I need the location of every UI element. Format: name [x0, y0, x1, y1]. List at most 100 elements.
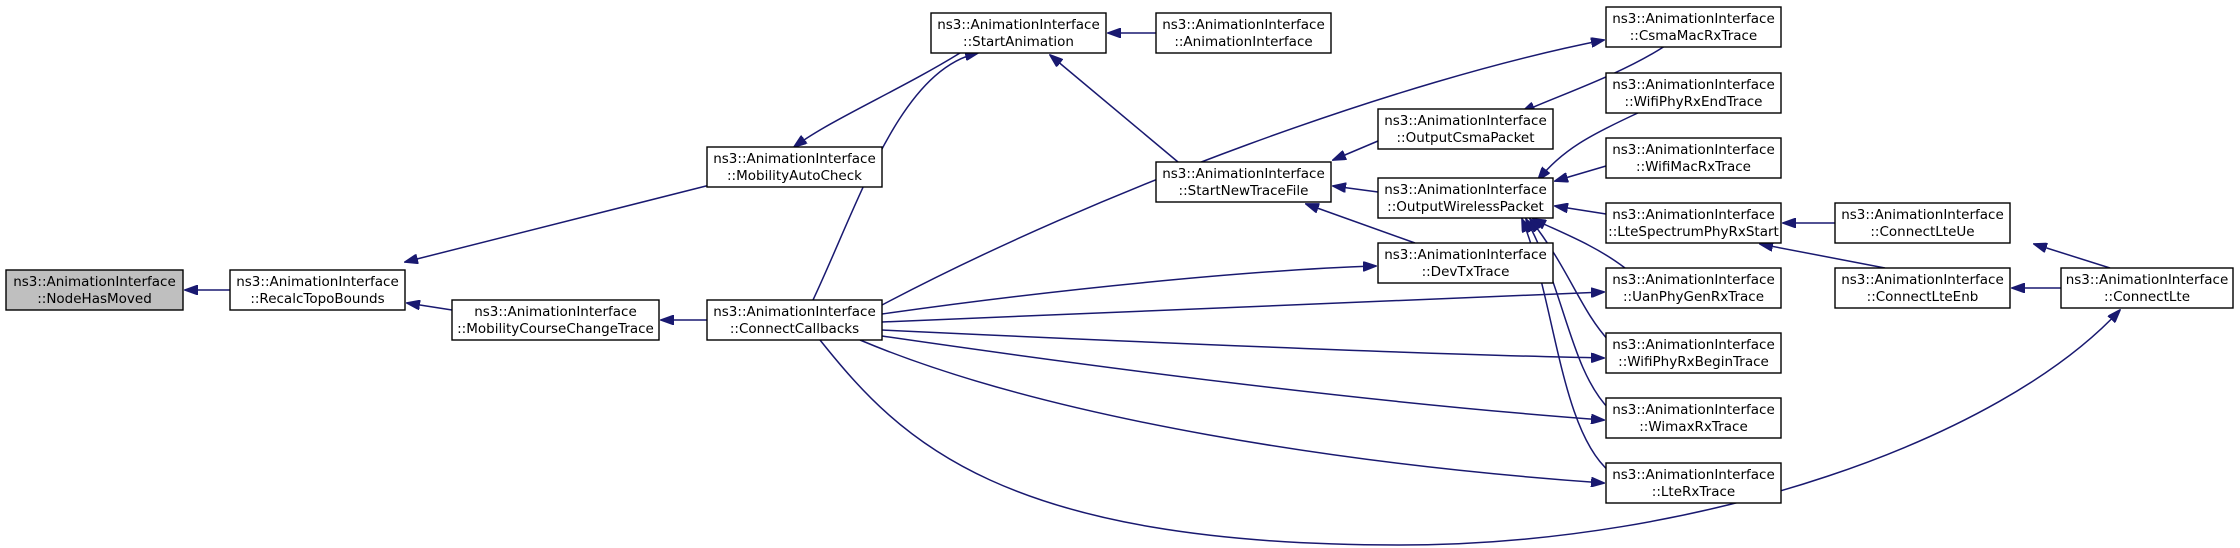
node-method-label: ::ConnectCallbacks [730, 321, 859, 337]
edge-mobility-auto-check-to-recalc-topo-bounds [405, 184, 711, 262]
node-method-label: ::ConnectLteUe [1870, 224, 1974, 240]
node-method-label: ::WimaxRxTrace [1639, 419, 1748, 435]
node-namespace-label: ns3::AnimationInterface [1612, 142, 1775, 158]
node-box [706, 299, 883, 341]
node-namespace-label: ns3::AnimationInterface [1162, 166, 1325, 182]
edge-connect-callbacks-to-wimax-rx-trace [881, 335, 1604, 420]
node-connect-lte[interactable]: ns3::AnimationInterface::ConnectLte [2060, 267, 2234, 309]
node-namespace-label: ns3::AnimationInterface [1384, 247, 1547, 263]
node-output-csma-packet[interactable]: ns3::AnimationInterface::OutputCsmaPacke… [1377, 108, 1554, 150]
edge-connect-callbacks-to-uan-phy-gen-rx-trace [881, 292, 1604, 323]
node-box [1155, 12, 1332, 54]
node-namespace-label: ns3::AnimationInterface [1612, 467, 1775, 483]
node-namespace-label: ns3::AnimationInterface [1841, 207, 2004, 223]
node-box [930, 12, 1107, 54]
node-namespace-label: ns3::AnimationInterface [13, 274, 176, 290]
node-mobility-course-change-trace[interactable]: ns3::AnimationInterface::MobilityCourseC… [451, 299, 660, 341]
edge-wifi-mac-rx-trace-to-output-wireless-packet [1555, 165, 1607, 181]
node-box [1605, 267, 1782, 309]
node-output-wireless-packet[interactable]: ns3::AnimationInterface::OutputWirelessP… [1377, 177, 1554, 219]
node-start-animation[interactable]: ns3::AnimationInterface::StartAnimation [930, 12, 1107, 54]
edge-connect-callbacks-to-csma-mac-rx-trace [881, 40, 1604, 306]
node-box [1605, 202, 1782, 244]
node-recalc-topo-bounds[interactable]: ns3::AnimationInterface::RecalcTopoBound… [229, 269, 406, 311]
node-box [229, 269, 406, 311]
edge-output-csma-packet-to-start-new-trace-file [1333, 140, 1379, 160]
edge-connect-callbacks-to-start-animation [812, 53, 978, 301]
node-box [1605, 462, 1782, 504]
node-namespace-label: ns3::AnimationInterface [713, 304, 876, 320]
edge-mobility-course-change-trace-to-recalc-topo-bounds [407, 303, 453, 311]
node-method-label: ::MobilityAutoCheck [727, 168, 862, 184]
node-namespace-label: ns3::AnimationInterface [937, 17, 1100, 33]
node-start-new-trace-file[interactable]: ns3::AnimationInterface::StartNewTraceFi… [1155, 161, 1332, 203]
node-namespace-label: ns3::AnimationInterface [1384, 113, 1547, 129]
node-namespace-label: ns3::AnimationInterface [713, 151, 876, 167]
node-method-label: ::OutputCsmaPacket [1396, 130, 1534, 146]
node-namespace-label: ns3::AnimationInterface [2066, 272, 2229, 288]
node-wimax-rx-trace[interactable]: ns3::AnimationInterface::WimaxRxTrace [1605, 397, 1782, 439]
node-box [1605, 6, 1782, 48]
node-method-label: ::ConnectLte [2104, 289, 2190, 305]
edge-wifi-phy-rx-begin-trace-to-output-wireless-packet [1530, 219, 1611, 343]
node-wifi-phy-rx-end-trace[interactable]: ns3::AnimationInterface::WifiPhyRxEndTra… [1605, 72, 1782, 114]
node-wifi-phy-rx-begin-trace[interactable]: ns3::AnimationInterface::WifiPhyRxBeginT… [1605, 332, 1782, 374]
edge-dev-tx-trace-to-start-new-trace-file [1306, 204, 1416, 244]
edge-connect-callbacks-to-lte-rx-trace [859, 339, 1604, 483]
node-uan-phy-gen-rx-trace[interactable]: ns3::AnimationInterface::UanPhyGenRxTrac… [1605, 267, 1782, 309]
node-namespace-label: ns3::AnimationInterface [1162, 17, 1325, 33]
node-method-label: ::LteSpectrumPhyRxStart [1608, 224, 1779, 240]
node-namespace-label: ns3::AnimationInterface [1841, 272, 2004, 288]
node-method-label: ::DevTxTrace [1422, 264, 1510, 280]
nodes-layer: ns3::AnimationInterface::NodeHasMovedns3… [5, 6, 2234, 504]
node-dev-tx-trace[interactable]: ns3::AnimationInterface::DevTxTrace [1377, 242, 1554, 284]
node-box [1377, 242, 1554, 284]
node-csma-mac-rx-trace[interactable]: ns3::AnimationInterface::CsmaMacRxTrace [1605, 6, 1782, 48]
edges-layer [185, 33, 2120, 546]
node-namespace-label: ns3::AnimationInterface [1612, 402, 1775, 418]
edge-start-new-trace-file-to-start-animation [1050, 55, 1179, 163]
node-method-label: ::OutputWirelessPacket [1387, 199, 1544, 215]
node-method-label: ::CsmaMacRxTrace [1630, 28, 1758, 44]
node-box [1605, 332, 1782, 374]
node-connect-lte-enb[interactable]: ns3::AnimationInterface::ConnectLteEnb [1834, 267, 2011, 309]
edge-wifi-phy-rx-end-trace-to-output-wireless-packet [1538, 111, 1641, 180]
node-namespace-label: ns3::AnimationInterface [1612, 207, 1775, 223]
node-connect-callbacks[interactable]: ns3::AnimationInterface::ConnectCallback… [706, 299, 883, 341]
node-node-has-moved: ns3::AnimationInterface::NodeHasMoved [5, 269, 184, 311]
node-method-label: ::NodeHasMoved [37, 291, 152, 307]
node-box [1834, 267, 2011, 309]
node-box [1155, 161, 1332, 203]
node-box [1605, 397, 1782, 439]
node-box [5, 269, 184, 311]
node-animation-interface[interactable]: ns3::AnimationInterface::AnimationInterf… [1155, 12, 1332, 54]
node-method-label: ::RecalcTopoBounds [250, 291, 384, 307]
node-namespace-label: ns3::AnimationInterface [1612, 77, 1775, 93]
node-namespace-label: ns3::AnimationInterface [236, 274, 399, 290]
node-method-label: ::WifiPhyRxEndTrace [1625, 94, 1763, 110]
edge-lte-spectrum-phy-rx-start-to-output-wireless-packet [1555, 206, 1607, 215]
node-box [451, 299, 660, 341]
edge-connect-callbacks-to-connect-lte [819, 310, 2120, 546]
node-method-label: ::MobilityCourseChangeTrace [457, 321, 654, 337]
node-namespace-label: ns3::AnimationInterface [474, 304, 637, 320]
node-method-label: ::AnimationInterface [1174, 34, 1312, 50]
node-namespace-label: ns3::AnimationInterface [1612, 11, 1775, 27]
node-box [2060, 267, 2234, 309]
node-connect-lte-ue[interactable]: ns3::AnimationInterface::ConnectLteUe [1834, 202, 2011, 244]
node-box [1377, 177, 1554, 219]
edge-output-wireless-packet-to-start-new-trace-file [1333, 186, 1379, 193]
node-wifi-mac-rx-trace[interactable]: ns3::AnimationInterface::WifiMacRxTrace [1605, 137, 1782, 179]
node-lte-spectrum-phy-rx-start[interactable]: ns3::AnimationInterface::LteSpectrumPhyR… [1605, 202, 1782, 244]
node-namespace-label: ns3::AnimationInterface [1384, 182, 1547, 198]
edge-csma-mac-rx-trace-to-output-csma-packet [1522, 45, 1666, 112]
node-lte-rx-trace[interactable]: ns3::AnimationInterface::LteRxTrace [1605, 462, 1782, 504]
node-method-label: ::WifiMacRxTrace [1636, 159, 1751, 175]
node-namespace-label: ns3::AnimationInterface [1612, 272, 1775, 288]
edge-connect-lte-enb-to-lte-spectrum-phy-rx-start [1760, 244, 1886, 269]
node-box [706, 146, 883, 188]
node-mobility-auto-check[interactable]: ns3::AnimationInterface::MobilityAutoChe… [706, 146, 883, 188]
node-box [1834, 202, 2011, 244]
edge-connect-lte-to-connect-lte-ue [2034, 244, 2111, 269]
